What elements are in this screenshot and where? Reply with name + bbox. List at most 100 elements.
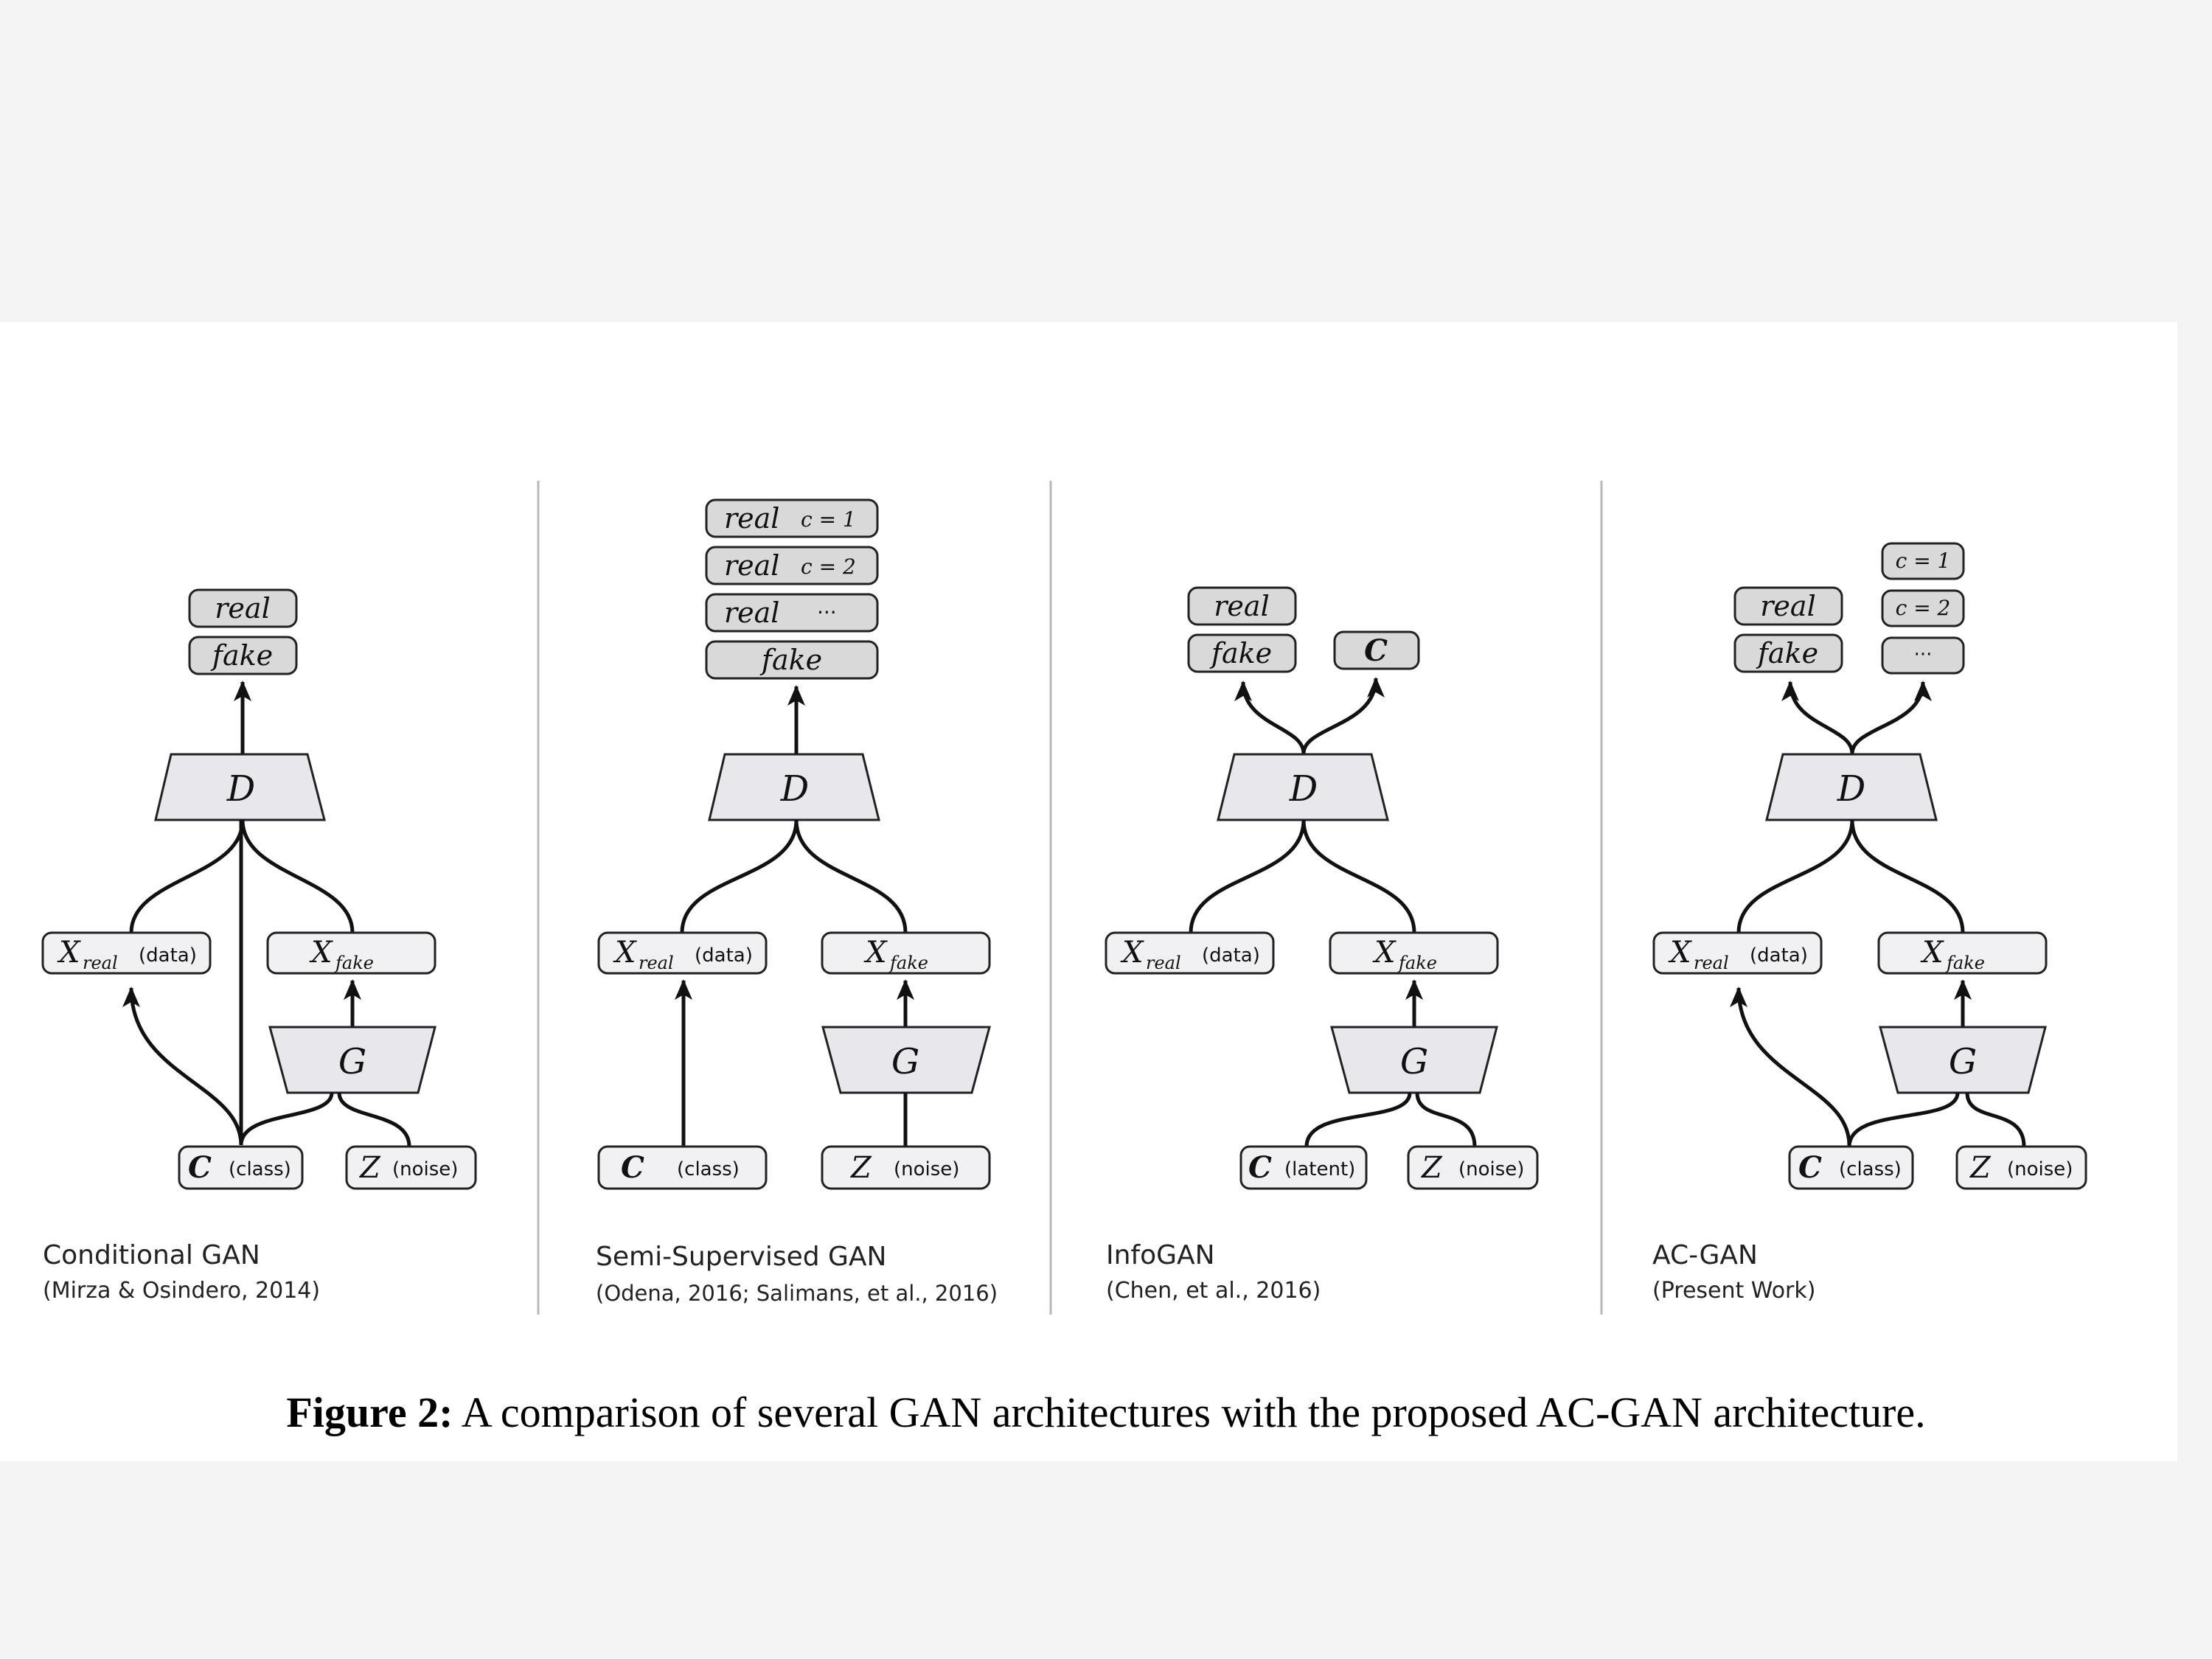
generator-label: G [1400,1041,1428,1082]
edge-noise-to-g [1415,1092,1477,1147]
discriminator-block [1765,753,1938,821]
output-real-more-box [705,593,879,633]
output-real-box [188,588,298,628]
edge-latent-to-g [1304,1092,1412,1147]
x-fake-box [821,931,991,975]
generator-label: G [338,1041,366,1082]
x-real-sub: real [639,953,674,973]
x-real-data: (data) [1202,945,1260,967]
discriminator-label: D [1289,768,1318,810]
output-more-ellipsis: ··· [1914,644,1933,666]
x-fake-sub: fake [888,953,928,973]
edge-class-to-xreal [122,987,243,1146]
panel-citation: (Chen, et al., 2016) [1106,1278,1321,1304]
noise-z-label: Z [358,1151,381,1185]
noise-text: (noise) [392,1158,458,1180]
generator-block [1330,1026,1498,1094]
generator-block [821,1026,991,1094]
output-real-box [1733,586,1843,626]
output-c2-box [1881,589,1965,627]
x-fake-sub: fake [334,953,374,973]
noise-box [1407,1145,1539,1190]
class-box [597,1145,768,1190]
figure-sheet [0,322,2177,1461]
edge-xreal-to-d [129,819,245,933]
arrow-d-to-realfake [1234,681,1306,754]
latent-box [1239,1145,1368,1190]
panel-semi-supervised-gan: real c = 1 real c = 2 real ··· fake D X … [596,498,998,1306]
x-real-data: (data) [695,945,753,967]
output-fake-label: fake [1209,637,1272,669]
edge-xfake-to-d [1301,819,1416,933]
output-more-box [1881,636,1965,675]
edge-xfake-to-d [240,819,355,933]
noise-z-label: Z [1969,1151,1992,1185]
output-more-ellipsis: ··· [817,600,837,625]
class-c-label: C [621,1150,644,1185]
edge-xfake-to-d [1850,819,1965,933]
x-real-sub: real [83,953,118,973]
class-text: (class) [1839,1158,1902,1180]
x-real-data: (data) [1750,945,1808,967]
x-fake-sub: fake [1945,953,1985,973]
x-real-label: X [613,936,637,970]
class-text: (class) [229,1158,291,1180]
output-c-box [1333,630,1420,670]
discriminator-block [154,753,326,821]
output-real-box [1187,586,1297,626]
arrow-d-to-c [1301,677,1385,754]
output-c1-box [1881,542,1965,580]
output-real-label: real [1214,590,1269,622]
x-real-box [597,931,768,975]
edge-xreal-to-d [1736,819,1854,933]
discriminator-label: D [1837,768,1865,810]
arrow-d-to-realfake [1781,681,1854,754]
class-box [178,1145,304,1190]
output-c1-label: c = 1 [1896,549,1951,573]
output-fake-box [705,640,879,680]
output-real-c1-box [705,498,879,538]
edge-xreal-to-d [1189,819,1306,933]
output-fake-box [1187,633,1297,673]
figure-caption-text: A comparison of several GAN architecture… [453,1388,1925,1436]
edge-noise-to-g [1965,1092,2026,1147]
noise-box [821,1145,991,1190]
panel-citation: (Mirza & Osindero, 2014) [43,1278,320,1304]
panel-title: AC-GAN [1652,1240,1758,1270]
class-text: (class) [677,1158,740,1180]
edge-class-to-g [239,1092,334,1146]
panel-title: InfoGAN [1106,1240,1215,1270]
edge-xreal-to-d [680,819,799,933]
output-real-c1-label: real [724,502,779,535]
noise-text: (noise) [2007,1158,2073,1180]
arrow-d-to-class [1850,681,1932,754]
x-real-label: X [1668,936,1692,970]
output-real-label: real [1760,590,1815,622]
class-c-label: C [188,1150,212,1185]
output-fake-box [188,636,298,675]
latent-c-label: C [1248,1150,1272,1185]
output-c1-label: c = 1 [801,507,856,532]
output-c2-label: c = 2 [1896,596,1951,620]
x-real-sub: real [1146,953,1181,973]
x-fake-box [1877,931,2048,975]
x-fake-box [1329,931,1499,975]
generator-label: G [891,1041,919,1082]
panel-infogan: real fake C D X real (data) X fake G C (… [1105,586,1539,1304]
x-fake-sub: fake [1397,953,1437,973]
x-real-label: X [57,936,81,970]
x-real-box [41,931,212,975]
generator-block [268,1026,437,1094]
x-real-box [1652,931,1823,975]
output-real-c2-label: real [724,549,779,582]
output-fake-label: fake [1756,637,1818,669]
x-fake-label: X [1920,936,1944,970]
figure-caption: Figure 2: A comparison of several GAN ar… [286,1388,1925,1436]
x-fake-label: X [309,936,333,970]
output-fake-label: fake [210,639,273,672]
x-fake-label: X [1372,936,1397,970]
edge-class-to-g [1847,1092,1960,1147]
output-real-label: real [215,592,270,625]
output-c-label: C [1364,633,1388,668]
